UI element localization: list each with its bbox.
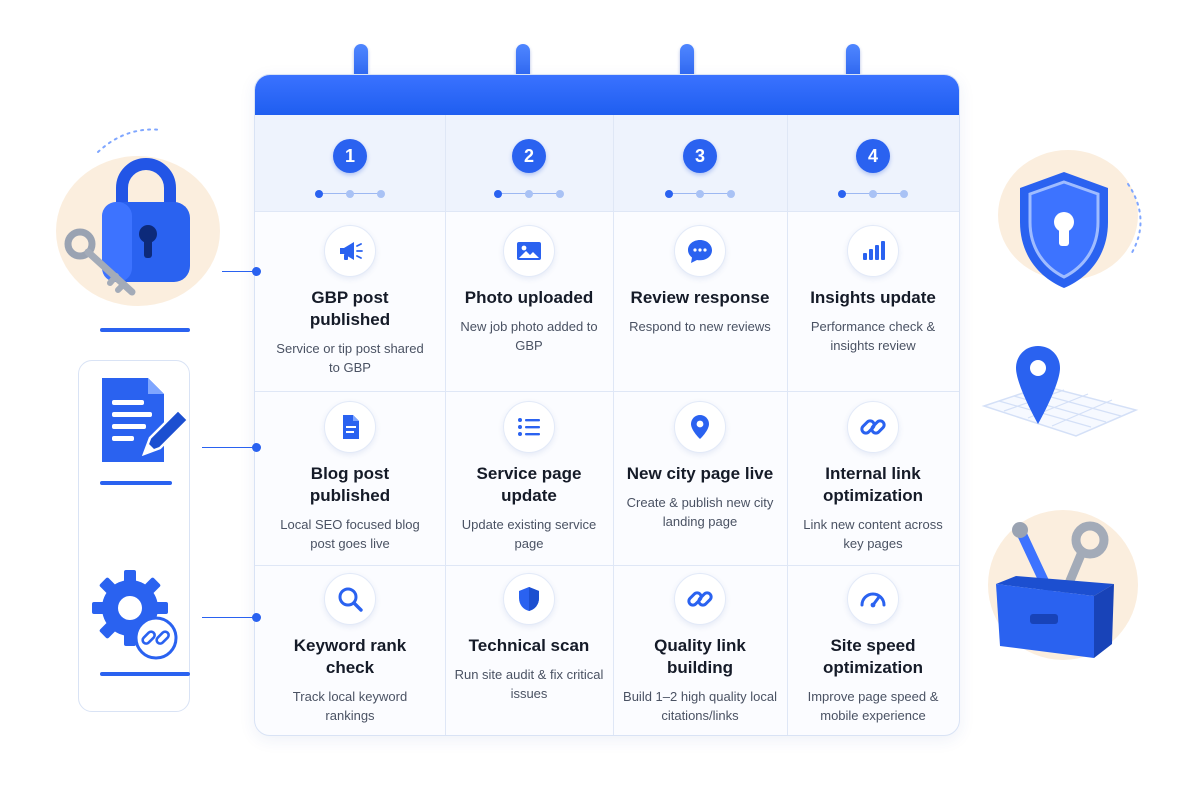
link-icon: [674, 573, 726, 625]
chat-bubble-icon: [674, 225, 726, 277]
week-number-badge: 3: [683, 139, 717, 173]
speedometer-icon: [847, 573, 899, 625]
connector-line: [222, 271, 258, 272]
task-new-city-page: New city page live Create & publish new …: [617, 401, 783, 531]
week-number-badge: 4: [856, 139, 890, 173]
connector-line: [202, 617, 258, 618]
task-quality-link: Quality link building Build 1–2 high qua…: [617, 573, 783, 725]
column-divider: [613, 115, 614, 735]
column-divider: [445, 115, 446, 735]
map-pin-icon: [674, 401, 726, 453]
task-description: Create & publish new city landing page: [626, 495, 774, 529]
task-keyword-rank: Keyword rank check Track local keyword r…: [275, 573, 425, 725]
padlock-key-icon: [64, 158, 190, 296]
task-description: Update existing service page: [461, 517, 597, 551]
task-description: Local SEO focused blog post goes live: [280, 517, 420, 551]
dotted-arc-decoration: [97, 128, 163, 153]
calendar-top-bar: [255, 75, 959, 115]
magnifier-icon: [324, 573, 376, 625]
week-column-4: 4: [787, 115, 959, 211]
image-icon: [503, 225, 555, 277]
seo-calendar: 1 2 3 4: [254, 74, 960, 736]
task-description: Track local keyword rankings: [292, 689, 408, 723]
task-title: Review response: [630, 288, 770, 307]
task-title: Site speed optimization: [822, 636, 924, 677]
progress-dots: [665, 189, 735, 199]
task-title: Internal link optimization: [822, 464, 924, 505]
task-title: New city page live: [626, 464, 774, 483]
progress-dots: [315, 189, 385, 199]
task-title: Blog post published: [309, 464, 391, 505]
week-number-badge: 1: [333, 139, 367, 173]
task-description: Performance check & insights review: [810, 319, 936, 353]
task-title: Service page update: [476, 464, 582, 505]
toolbox-icon: [996, 521, 1114, 658]
list-icon: [503, 401, 555, 453]
progress-dots: [838, 189, 908, 199]
column-divider: [787, 115, 788, 735]
task-internal-link: Internal link optimization Link new cont…: [791, 401, 955, 553]
task-description: Build 1–2 high quality local citations/l…: [623, 689, 777, 723]
task-description: Link new content across key pages: [803, 517, 943, 551]
row-divider: [255, 391, 959, 392]
section-underline: [100, 672, 190, 676]
connector-dot: [252, 443, 261, 452]
task-review-response: Review response Respond to new reviews: [617, 225, 783, 336]
gear-link-icon: [92, 570, 178, 660]
connector-dot: [252, 613, 261, 622]
task-title: GBP post published: [309, 288, 391, 329]
task-title: Keyword rank check: [293, 636, 407, 677]
task-description: Improve page speed & mobile experience: [807, 689, 939, 723]
dotted-arc-decoration: [1127, 183, 1142, 257]
task-technical-scan: Technical scan Run site audit & fix crit…: [449, 573, 609, 703]
megaphone-icon: [324, 225, 376, 277]
task-gbp-post: GBP post published Service or tip post s…: [275, 225, 425, 377]
task-description: New job photo added to GBP: [460, 319, 598, 353]
shield-icon: [503, 573, 555, 625]
document-icon: [324, 401, 376, 453]
task-title: Insights update: [810, 288, 936, 307]
section-underline: [100, 481, 172, 485]
task-description: Run site audit & fix critical issues: [454, 667, 604, 701]
task-description: Respond to new reviews: [629, 319, 771, 334]
task-title: Quality link building: [654, 636, 746, 677]
week-column-1: 1: [255, 115, 445, 211]
task-description: Service or tip post shared to GBP: [276, 341, 424, 375]
week-column-2: 2: [445, 115, 613, 211]
task-title: Technical scan: [468, 636, 590, 655]
row-divider: [255, 565, 959, 566]
task-blog-post: Blog post published Local SEO focused bl…: [275, 401, 425, 553]
section-underline: [100, 328, 190, 332]
row-divider: [255, 211, 959, 212]
document-pencil-icon: [102, 378, 188, 462]
map-pin-grid-icon: [981, 346, 1139, 437]
shield-keyhole-icon: [1020, 172, 1108, 288]
task-site-speed: Site speed optimization Improve page spe…: [791, 573, 955, 725]
task-service-page-update: Service page update Update existing serv…: [449, 401, 609, 553]
connector-line: [202, 447, 258, 448]
bar-chart-icon: [847, 225, 899, 277]
week-header: 1 2 3 4: [255, 115, 959, 211]
task-insights-update: Insights update Performance check & insi…: [791, 225, 955, 355]
link-icon: [847, 401, 899, 453]
week-number-badge: 2: [512, 139, 546, 173]
connector-dot: [252, 267, 261, 276]
task-title: Photo uploaded: [464, 288, 594, 307]
week-column-3: 3: [613, 115, 787, 211]
progress-dots: [494, 189, 564, 199]
task-photo-uploaded: Photo uploaded New job photo added to GB…: [449, 225, 609, 355]
